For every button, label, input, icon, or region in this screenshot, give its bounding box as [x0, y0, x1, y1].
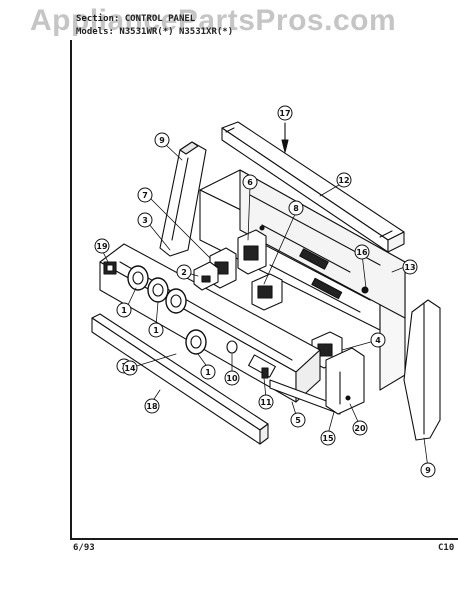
callout-11: 11 [258, 394, 274, 410]
callout-17: 17 [277, 105, 293, 121]
callout-circle [94, 238, 110, 254]
callout-label: 18 [146, 402, 158, 411]
callout-label: 10 [226, 374, 238, 383]
part-9-left-end-cap [159, 141, 207, 257]
callout-circle [116, 302, 132, 318]
watermark-text: AppliancePartsPros.com [30, 4, 397, 37]
models-line: Models: N3531WR(*) N3531XR(*) [76, 27, 234, 37]
callout-circle [288, 200, 304, 216]
part-8-switch [251, 273, 283, 311]
callout-label: 15 [322, 434, 334, 443]
frame-left-rule [70, 40, 72, 538]
callout-16: 16 [354, 244, 370, 260]
part-5-trim [269, 379, 341, 415]
callout-18: 18 [144, 398, 160, 414]
part-18-trim-strip [91, 313, 269, 445]
callout-circle [154, 132, 170, 148]
callout-label: 3 [142, 216, 148, 225]
callout-circle [137, 212, 153, 228]
callout-label: 20 [354, 424, 366, 433]
callout-label: 19 [96, 242, 108, 251]
callout-3: 3 [137, 212, 153, 228]
callout-circle [137, 187, 153, 203]
callout-circle [402, 259, 418, 275]
callout-label: 8 [293, 204, 299, 213]
callout-6: 6 [242, 174, 258, 190]
callout-label: 14 [124, 364, 136, 373]
callout-circle [242, 174, 258, 190]
callout-circle [290, 412, 306, 428]
callout-label: 9 [159, 136, 165, 145]
callout-label: 12 [338, 176, 349, 185]
callout-7: 7 [137, 187, 153, 203]
part-9-right-end-cap [403, 299, 441, 441]
part-11-clip [261, 367, 269, 379]
callout-label: 11 [260, 398, 272, 407]
callout-1: 1 [200, 364, 216, 380]
callout-5: 5 [290, 412, 306, 428]
callout-9: 9 [154, 132, 170, 148]
part-19-indicator [103, 261, 117, 275]
callout-14: 14 [122, 360, 138, 376]
callout-circle [320, 430, 336, 446]
part-17-screw [281, 122, 289, 153]
callout-circle [336, 172, 352, 188]
rear-housing [199, 169, 406, 391]
callout-circle [354, 244, 370, 260]
callout-19: 19 [94, 238, 110, 254]
callout-circle [200, 364, 216, 380]
callout-1: 1 [116, 302, 132, 318]
part-6-switch [237, 229, 267, 275]
callout-circle [277, 105, 293, 121]
section-title: Section: CONTROL PANEL [76, 14, 196, 24]
callout-circle [224, 370, 240, 386]
footer-date: 6/93 [73, 543, 95, 553]
callout-2: 2 [176, 264, 192, 280]
callout-12: 12 [336, 172, 352, 188]
footer-page-code: C10 [438, 543, 455, 553]
callout-circle [370, 332, 386, 348]
callout-10: 10 [224, 370, 240, 386]
callout-label: 6 [247, 178, 253, 187]
part-15-20-bracket [325, 347, 365, 415]
callout-label: 1 [121, 306, 127, 315]
callout-9: 9 [420, 462, 436, 478]
callout-circle [148, 322, 164, 338]
callout-circle [258, 394, 274, 410]
callout-label: 13 [404, 263, 415, 272]
callout-label: 4 [375, 336, 381, 345]
leader-lines [101, 105, 429, 469]
callout-circle [144, 398, 160, 414]
callout-8: 8 [288, 200, 304, 216]
callout-label: 2 [181, 268, 187, 277]
callout-label: 1 [205, 368, 211, 377]
part-2-bracket [193, 261, 219, 291]
callout-4: 4 [370, 332, 386, 348]
callout-label: 9 [425, 466, 431, 475]
callout-label: 1 [153, 326, 159, 335]
callout-circle [176, 264, 192, 280]
callout-circle [122, 360, 138, 376]
callout-20: 20 [352, 420, 368, 436]
callout-label: 5 [295, 416, 301, 425]
part-1-knobs [127, 265, 207, 355]
part-10-small-knob [226, 340, 238, 354]
callout-label: 16 [356, 248, 368, 257]
callout-circle [352, 420, 368, 436]
callout-label: 7 [142, 191, 148, 200]
callout-15: 15 [320, 430, 336, 446]
callout-badges: 11112345678991011121314151617181920 [94, 105, 436, 478]
callout-13: 13 [402, 259, 418, 275]
frame-bottom-rule [70, 538, 458, 540]
callout-1: 1 [148, 322, 164, 338]
callout-circle [420, 462, 436, 478]
callout-label: 17 [279, 109, 290, 118]
